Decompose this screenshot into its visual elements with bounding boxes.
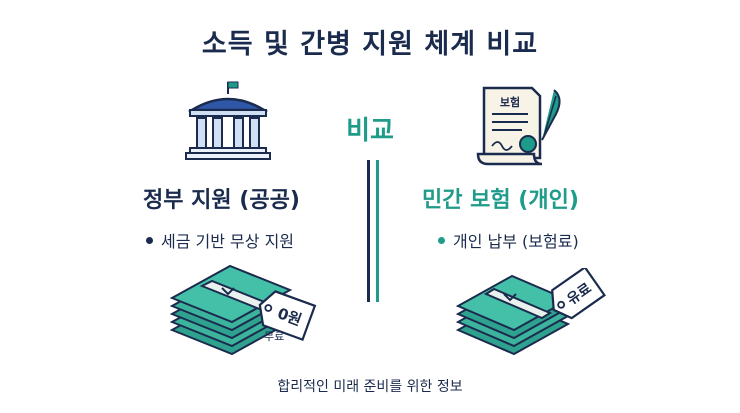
private-insurance-bullet: 개인 납부 (보험료) — [438, 228, 579, 252]
money-stack-icon: 유료 — [455, 268, 606, 356]
private-insurance-bullet-text: 개인 납부 (보험료) — [453, 232, 579, 251]
bullet-dot — [146, 236, 153, 244]
free-label: 무료 — [264, 330, 284, 343]
bullet-dot — [438, 236, 445, 244]
insurance-document-icon: 보험 — [476, 86, 561, 166]
doc-label: 보험 — [500, 95, 520, 109]
page-title: 소득 및 간병 지원 체계 비교 — [201, 29, 539, 60]
compare-label: 비교 — [346, 116, 394, 146]
government-building-icon — [185, 81, 271, 160]
center-divider — [367, 160, 381, 302]
government-support-bullet-text: 세금 기반 무상 지원 — [161, 232, 295, 251]
footer-note: 합리적인 미래 준비를 위한 정보 — [277, 379, 463, 395]
private-insurance-heading: 민간 보험 (개인) — [422, 188, 579, 213]
government-support-heading: 정부 지원 (공공) — [143, 188, 300, 213]
government-support-bullet: 세금 기반 무상 지원 — [146, 228, 294, 252]
money-stack-icon: 0원 무료 — [169, 264, 317, 356]
